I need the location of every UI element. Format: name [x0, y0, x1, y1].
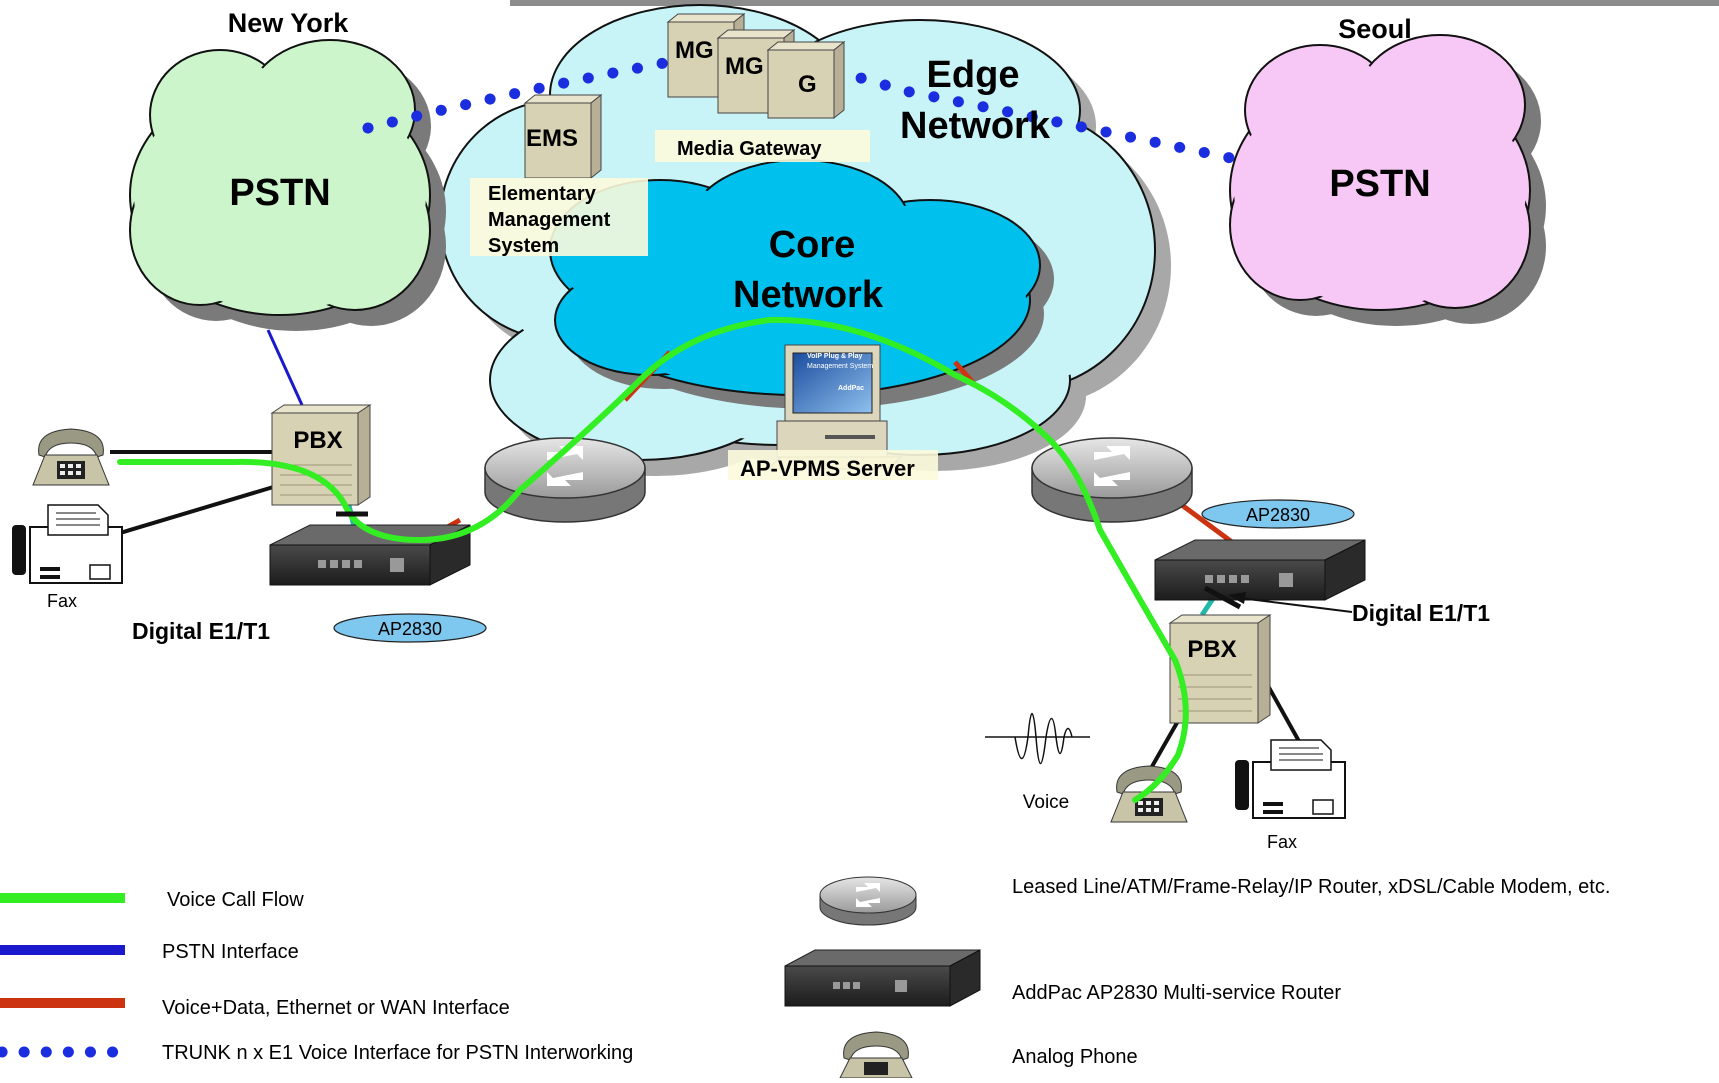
mg-server-3 — [766, 40, 846, 120]
media-gateway-label: Media Gateway — [677, 138, 822, 160]
pbx-left-label: PBX — [293, 427, 342, 454]
right-pstn-cloud — [1229, 34, 1546, 326]
digital-pointer-right — [1239, 597, 1353, 613]
fax-right-label: Fax — [1267, 832, 1297, 852]
pbx-right-device — [1168, 614, 1272, 724]
ems-server — [523, 93, 603, 180]
ap2830-right-label: AP2830 — [1246, 505, 1310, 525]
pstn-interface-link — [266, 329, 304, 406]
left-pstn-label: PSTN — [229, 172, 330, 214]
ap2830-left-label: AP2830 — [378, 619, 442, 639]
server-screen-text-2: Management System — [807, 363, 873, 370]
server-label-bg — [728, 450, 938, 480]
legend-router: Leased Line/ATM/Frame-Relay/IP Router, x… — [1012, 876, 1610, 898]
ems-label: EMS — [526, 125, 578, 152]
fax-right-icon — [1235, 739, 1346, 819]
ap2830-right-device — [1154, 539, 1366, 601]
ap2830-left-device — [269, 524, 471, 586]
trunk-dotted-link — [362, 53, 1246, 166]
phone-left-icon — [32, 428, 110, 486]
left-pstn-cloud — [129, 39, 446, 331]
legend-voice-data: Voice+Data, Ethernet or WAN Interface — [162, 997, 510, 1019]
legend-ap2830-icon — [784, 949, 981, 1007]
ap-vpms-server-device — [765, 344, 903, 470]
media-gateway-label-bg — [655, 130, 870, 162]
legend-pstn-interface: PSTN Interface — [162, 941, 299, 963]
core-network-label-1: Core — [769, 224, 856, 266]
core-network-label-2: Network — [733, 274, 884, 316]
digital-label-right: Digital E1/T1 — [1352, 600, 1490, 626]
voice-waveform-icon — [985, 713, 1090, 764]
digital-label-left: Digital E1/T1 — [132, 618, 270, 644]
phone-right-icon — [1110, 765, 1188, 823]
legend-router-icon — [819, 876, 917, 926]
legend: Voice Call Flow PSTN Interface Voice+Dat… — [0, 876, 1610, 1079]
pbx-left-device — [270, 404, 372, 506]
header-bar — [510, 0, 1719, 6]
fax-left-label: Fax — [47, 591, 77, 611]
legend-voice-call-flow: Voice Call Flow — [167, 889, 304, 911]
right-pstn-label: PSTN — [1329, 163, 1430, 205]
server-label: AP-VPMS Server — [740, 456, 915, 481]
left-phone-wires — [109, 450, 281, 538]
mg-label-1: MG — [675, 37, 714, 64]
digital-arrow-right — [1228, 592, 1246, 604]
server-screen-text-3: AddPac — [838, 385, 864, 392]
digital-marker-right — [1203, 585, 1242, 610]
legend-phone-icon — [839, 1031, 913, 1079]
mg-label-3: G — [798, 71, 817, 98]
city-label-seoul: Seoul — [1338, 14, 1412, 44]
ems-desc-line-2: Management — [488, 209, 611, 231]
pbx-right-label: PBX — [1187, 636, 1236, 663]
ems-desc-line-1: Elementary — [488, 183, 597, 205]
city-label-new-york: New York — [228, 8, 350, 38]
fax-left-icon — [12, 504, 123, 584]
legend-ap2830: AddPac AP2830 Multi-service Router — [1012, 982, 1341, 1004]
ap2830-right-badge — [1201, 499, 1355, 529]
voice-label: Voice — [1023, 792, 1069, 813]
ems-desc-line-3: System — [488, 235, 559, 257]
edge-network-label-1: Edge — [927, 54, 1020, 96]
ap2830-left-badge — [333, 613, 487, 643]
legend-phone: Analog Phone — [1012, 1046, 1138, 1068]
router-right — [1031, 437, 1193, 523]
mg-label-2: MG — [725, 53, 764, 80]
edge-network-label-2: Network — [900, 105, 1051, 147]
server-screen-text-1: VoIP Plug & Play — [807, 353, 862, 360]
voice-call-flow-path — [117, 316, 1189, 803]
ems-desc-label-bg — [470, 178, 648, 256]
legend-trunk: TRUNK n x E1 Voice Interface for PSTN In… — [162, 1042, 633, 1064]
